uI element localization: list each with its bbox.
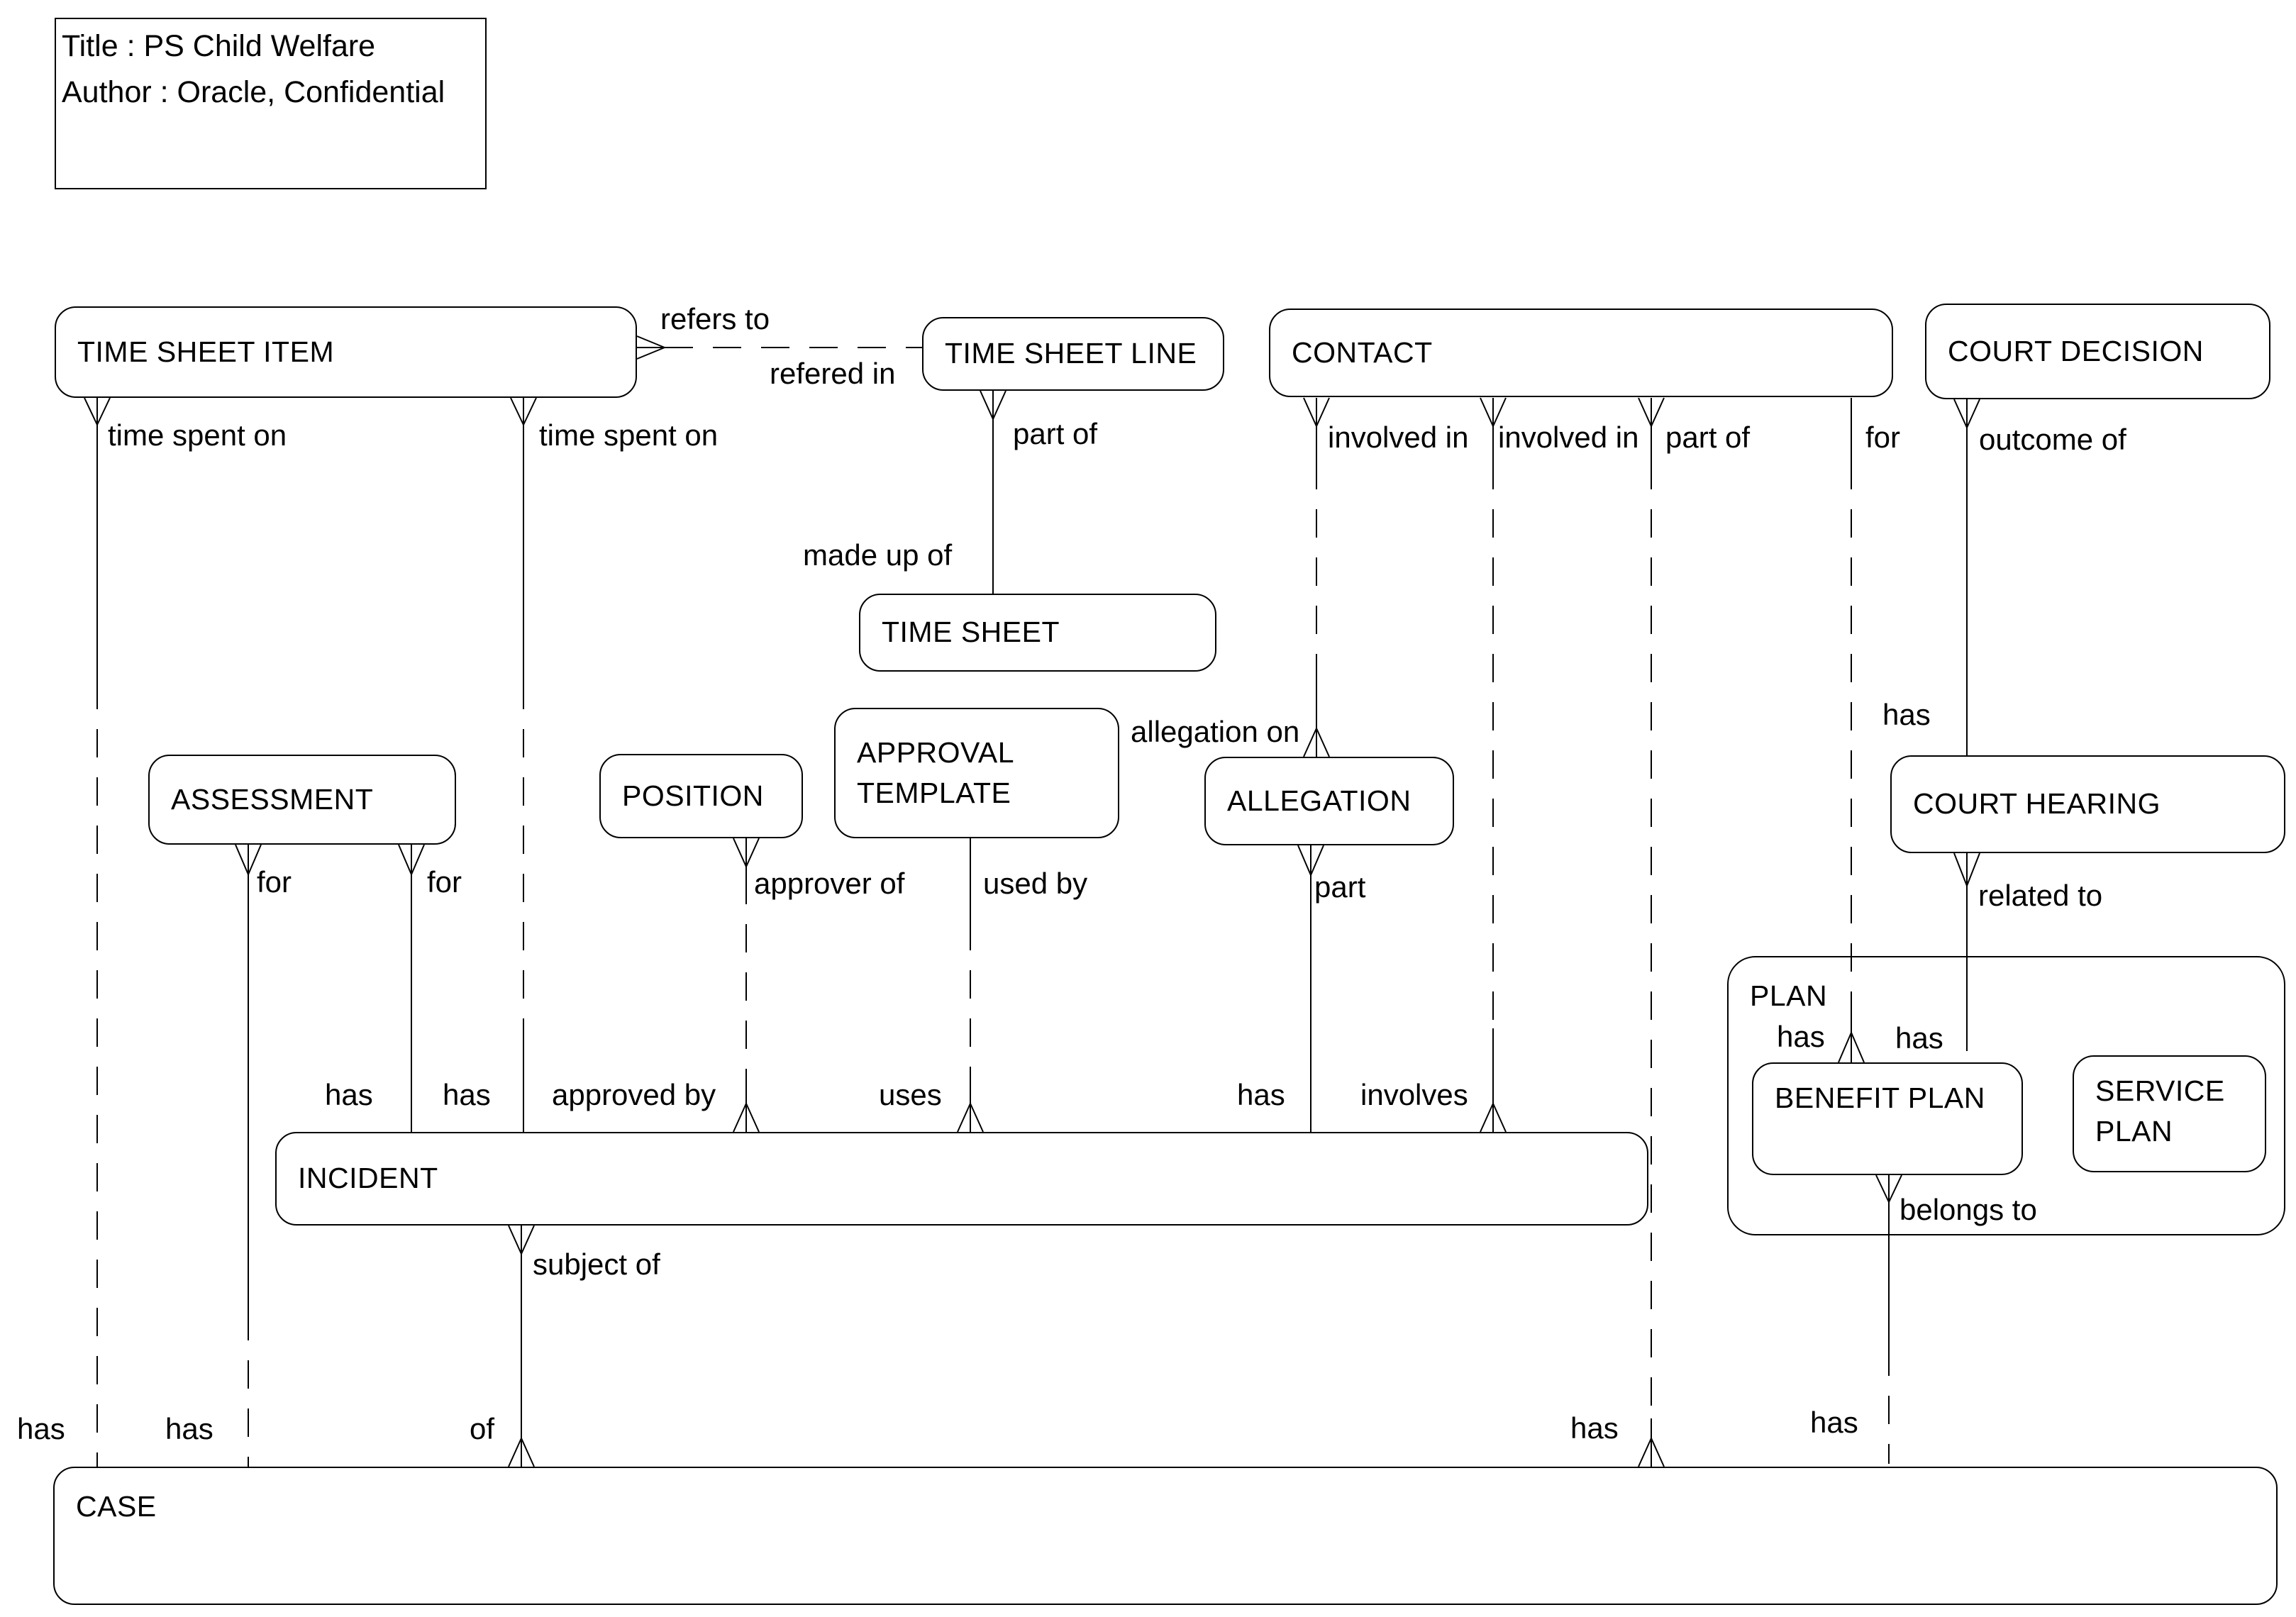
entity-position: POSITION bbox=[599, 754, 803, 838]
foot-time-sheet-item-right-leg2 bbox=[636, 347, 665, 360]
rel-label-belongs-to-28: belongs to bbox=[1900, 1193, 2037, 1226]
rel-label-subject-of-27: subject of bbox=[533, 1248, 660, 1281]
foot-incident-top-1-leg1 bbox=[733, 1103, 747, 1133]
rel-label-has-21: has bbox=[325, 1078, 373, 1111]
foot-court-hearing-bottom-leg1 bbox=[1953, 852, 1968, 887]
entity-label-time-sheet-item: TIME SHEET ITEM bbox=[77, 335, 335, 368]
rel-label-has-29: has bbox=[17, 1412, 65, 1445]
rel-label-has-33: has bbox=[1810, 1406, 1858, 1439]
entity-label-court-decision: COURT DECISION bbox=[1948, 334, 2204, 367]
entity-incident: INCIDENT bbox=[275, 1132, 1648, 1226]
foot-allegation-top-leg1 bbox=[1303, 728, 1317, 757]
entity-label-assessment: ASSESSMENT bbox=[171, 782, 374, 816]
rel-label-involved-in-6: involved in bbox=[1498, 421, 1639, 454]
foot-position-bottom-leg1 bbox=[733, 838, 747, 867]
entity-label-allegation: ALLEGATION bbox=[1227, 784, 1412, 817]
foot-time-sheet-item-bottom-2-leg2 bbox=[523, 397, 537, 426]
foot-contact-bottom-3-leg2 bbox=[1651, 397, 1665, 427]
entity-label-benefit-plan: BENEFIT PLAN bbox=[1775, 1082, 1985, 1114]
rel-label-has-32: has bbox=[1570, 1411, 1619, 1445]
foot-assessment-bottom-1-leg1 bbox=[235, 844, 249, 875]
foot-contact-bottom-3-leg1 bbox=[1638, 397, 1652, 427]
foot-court-decision-bottom-leg1 bbox=[1953, 399, 1968, 428]
foot-time-sheet-line-bottom-leg2 bbox=[992, 390, 1006, 420]
rel-label-for-8: for bbox=[1865, 421, 1901, 454]
entity-label-court-hearing: COURT HEARING bbox=[1913, 787, 2161, 821]
entity-contact: CONTACT bbox=[1269, 309, 1893, 397]
entity-label-time-sheet-line: TIME SHEET LINE bbox=[945, 337, 1197, 370]
rel-label-refers-to-2: refers to bbox=[660, 302, 770, 335]
rel-label-involved-in-5: involved in bbox=[1328, 421, 1469, 454]
rel-label-used-by-16: used by bbox=[983, 867, 1088, 900]
entity-label-plan: PLAN bbox=[1750, 979, 1828, 1012]
entity-service-plan: SERVICE PLAN bbox=[2073, 1055, 2266, 1172]
entity-label-service-plan: SERVICE PLAN bbox=[2095, 1074, 2225, 1148]
entity-label-time-sheet: TIME SHEET bbox=[882, 616, 1060, 649]
entity-label-incident: INCIDENT bbox=[298, 1162, 438, 1195]
entity-court-hearing: COURT HEARING bbox=[1890, 755, 2285, 853]
diagram-author: Author : Oracle, Confidential bbox=[62, 74, 445, 109]
foot-incident-top-2-leg2 bbox=[970, 1103, 984, 1133]
rel-label-for-13: for bbox=[257, 865, 292, 899]
entity-benefit-plan: BENEFIT PLAN bbox=[1752, 1062, 2023, 1175]
entity-time-sheet-item: TIME SHEET ITEM bbox=[55, 306, 637, 398]
foot-incident-top-1-leg2 bbox=[745, 1103, 760, 1133]
foot-incident-top-3-leg2 bbox=[1492, 1103, 1507, 1133]
title-box: Title : PS Child Welfare Author : Oracle… bbox=[55, 18, 487, 189]
rel-label-part-of-4: part of bbox=[1013, 417, 1098, 450]
rel-label-has-20: has bbox=[1895, 1021, 1943, 1055]
foot-time-sheet-item-right-leg1 bbox=[636, 335, 665, 348]
entity-time-sheet: TIME SHEET bbox=[859, 594, 1216, 672]
entity-court-decision: COURT DECISION bbox=[1925, 304, 2270, 399]
foot-incident-top-2-leg1 bbox=[957, 1103, 971, 1133]
rel-label-has-11: has bbox=[1882, 698, 1931, 731]
entity-allegation: ALLEGATION bbox=[1204, 757, 1454, 845]
rel-label-part-17: part bbox=[1314, 870, 1366, 904]
rel-label-involves-26: involves bbox=[1360, 1078, 1468, 1111]
entity-assessment: ASSESSMENT bbox=[148, 755, 456, 845]
rel-label-of-31: of bbox=[470, 1412, 495, 1445]
diagram-title: Title : PS Child Welfare bbox=[62, 29, 376, 63]
foot-incident-bottom-leg1 bbox=[508, 1225, 522, 1255]
foot-allegation-top-leg2 bbox=[1316, 728, 1330, 757]
foot-court-decision-bottom-leg2 bbox=[1966, 399, 1980, 428]
foot-case-top-1-leg1 bbox=[508, 1438, 522, 1467]
rel-label-for-14: for bbox=[427, 865, 462, 899]
foot-time-sheet-item-bottom-2-leg1 bbox=[510, 397, 524, 426]
entity-label-approval-template: APPROVAL TEMPLATE bbox=[857, 735, 1014, 809]
rel-label-approved-by-23: approved by bbox=[552, 1078, 716, 1111]
foot-contact-bottom-1-leg1 bbox=[1303, 397, 1317, 427]
entity-label-case: CASE bbox=[76, 1490, 157, 1523]
rel-label-has-19: has bbox=[1777, 1020, 1825, 1053]
foot-incident-top-3-leg1 bbox=[1480, 1103, 1494, 1133]
rel-label-time-spent-on-1: time spent on bbox=[539, 418, 719, 452]
entity-case: CASE bbox=[53, 1467, 2278, 1605]
rel-label-refered-in-3: refered in bbox=[770, 357, 896, 390]
entity-approval-template: APPROVAL TEMPLATE bbox=[834, 708, 1119, 838]
rel-label-approver-of-15: approver of bbox=[754, 867, 905, 900]
entity-label-position: POSITION bbox=[622, 779, 764, 812]
foot-assessment-bottom-2-leg2 bbox=[411, 844, 425, 875]
rel-label-related-to-18: related to bbox=[1978, 879, 2103, 912]
rel-label-made-up-of-10: made up of bbox=[803, 538, 953, 572]
rel-label-part-of-7: part of bbox=[1665, 421, 1751, 454]
entity-time-sheet-line: TIME SHEET LINE bbox=[922, 317, 1224, 391]
foot-case-top-2-leg2 bbox=[1651, 1438, 1665, 1467]
foot-case-top-2-leg1 bbox=[1638, 1438, 1652, 1467]
rel-label-has-22: has bbox=[443, 1078, 491, 1111]
rel-label-time-spent-on-0: time spent on bbox=[108, 418, 287, 452]
rel-label-allegation-on-12: allegation on bbox=[1131, 715, 1300, 748]
entity-label-contact: CONTACT bbox=[1292, 335, 1433, 369]
rel-label-outcome-of-9: outcome of bbox=[1979, 423, 2126, 456]
foot-allegation-bottom-leg1 bbox=[1297, 845, 1311, 876]
foot-assessment-bottom-2-leg1 bbox=[398, 844, 412, 875]
rel-label-has-30: has bbox=[165, 1412, 213, 1445]
rel-label-uses-24: uses bbox=[879, 1078, 942, 1111]
foot-case-top-1-leg2 bbox=[521, 1438, 535, 1467]
foot-position-bottom-leg2 bbox=[745, 838, 760, 867]
foot-time-sheet-item-bottom-1-leg1 bbox=[84, 397, 98, 426]
foot-contact-bottom-2-leg1 bbox=[1480, 397, 1494, 427]
foot-time-sheet-line-bottom-leg1 bbox=[980, 390, 994, 420]
rel-label-has-25: has bbox=[1237, 1078, 1285, 1111]
